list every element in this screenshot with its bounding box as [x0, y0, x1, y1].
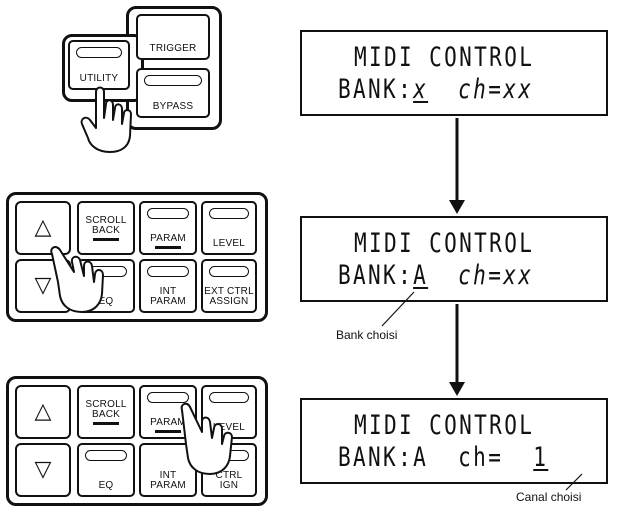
bank-prefix: BANK:	[338, 74, 414, 105]
bank-channel-text: BANK:A ch=	[338, 442, 534, 473]
channel-value: 1	[533, 442, 549, 473]
channel-chosen-label: Canal choisi	[516, 490, 582, 504]
param-button[interactable]: PARAM	[139, 385, 197, 439]
pointing-hand-icon	[80, 86, 132, 153]
lcd-line-1: MIDI CONTROL	[354, 42, 535, 73]
bypass-led	[144, 75, 202, 86]
lcd-display-2: MIDI CONTROL BANK:A ch=xx	[300, 216, 608, 302]
trigger-button[interactable]: TRIGGER	[136, 14, 210, 60]
lcd-line-2: BANK:A ch=xx	[338, 262, 533, 289]
scroll-back-button[interactable]: SCROLL BACK	[77, 385, 135, 439]
utility-button[interactable]: UTILITY	[68, 40, 130, 90]
bank-value: A	[413, 260, 429, 291]
left-bar-icon	[93, 421, 119, 425]
ext-ctrl-led	[209, 266, 249, 277]
control-panel-step2: △ ▽ SCROLL BACK PARAM LEVEL EQ INT PARAM…	[6, 192, 268, 322]
lcd-display-1: MIDI CONTROL BANK:x ch=xx	[300, 30, 608, 116]
scroll-back-button[interactable]: SCROLL BACK	[77, 201, 135, 255]
lcd-line-2: BANK:A ch= 1	[338, 444, 548, 471]
down-arrow-2	[449, 304, 465, 396]
lcd-line-1: MIDI CONTROL	[354, 228, 535, 259]
pointing-hand-icon	[180, 402, 233, 475]
down-arrow-button[interactable]: ▽	[15, 443, 71, 497]
int-param-button[interactable]: INT PARAM	[139, 259, 197, 313]
level-button[interactable]: LEVEL	[201, 201, 257, 255]
lcd-line-1: MIDI CONTROL	[354, 410, 535, 441]
param-button[interactable]: PARAM	[139, 201, 197, 255]
channel-leader-line	[565, 473, 583, 491]
bypass-button[interactable]: BYPASS	[136, 68, 210, 118]
param-led	[147, 392, 189, 403]
eq-button[interactable]: EQ	[77, 443, 135, 497]
down-triangle-icon: ▽	[34, 457, 52, 482]
bank-value: x	[413, 74, 429, 105]
utility-led	[76, 47, 122, 58]
down-arrow-1	[449, 118, 465, 214]
up-triangle-icon: △	[34, 399, 52, 424]
lcd-line-2: BANK:x ch=xx	[338, 76, 533, 103]
up-triangle-icon: △	[34, 215, 52, 240]
param-led	[147, 208, 189, 219]
pointing-hand-icon	[50, 246, 104, 313]
up-arrow-button[interactable]: △	[15, 201, 71, 255]
up-arrow-button[interactable]: △	[15, 385, 71, 439]
int-param-led	[147, 266, 189, 277]
level-led	[209, 392, 249, 403]
lcd-display-3: MIDI CONTROL BANK:A ch= 1	[300, 398, 608, 484]
left-bar-icon	[93, 237, 119, 241]
bank-chosen-label: Bank choisi	[336, 328, 398, 342]
level-led	[209, 208, 249, 219]
bank-prefix: BANK:	[338, 260, 414, 291]
right-bar-icon	[155, 430, 181, 433]
right-bar-icon	[155, 246, 181, 249]
channel-text: ch=xx	[428, 260, 534, 291]
down-triangle-icon: ▽	[34, 273, 52, 298]
ext-ctrl-assign-button[interactable]: EXT CTRL ASSIGN	[201, 259, 257, 313]
bank-leader-line	[381, 291, 415, 327]
channel-text: ch=xx	[428, 74, 534, 105]
eq-led	[85, 450, 127, 461]
